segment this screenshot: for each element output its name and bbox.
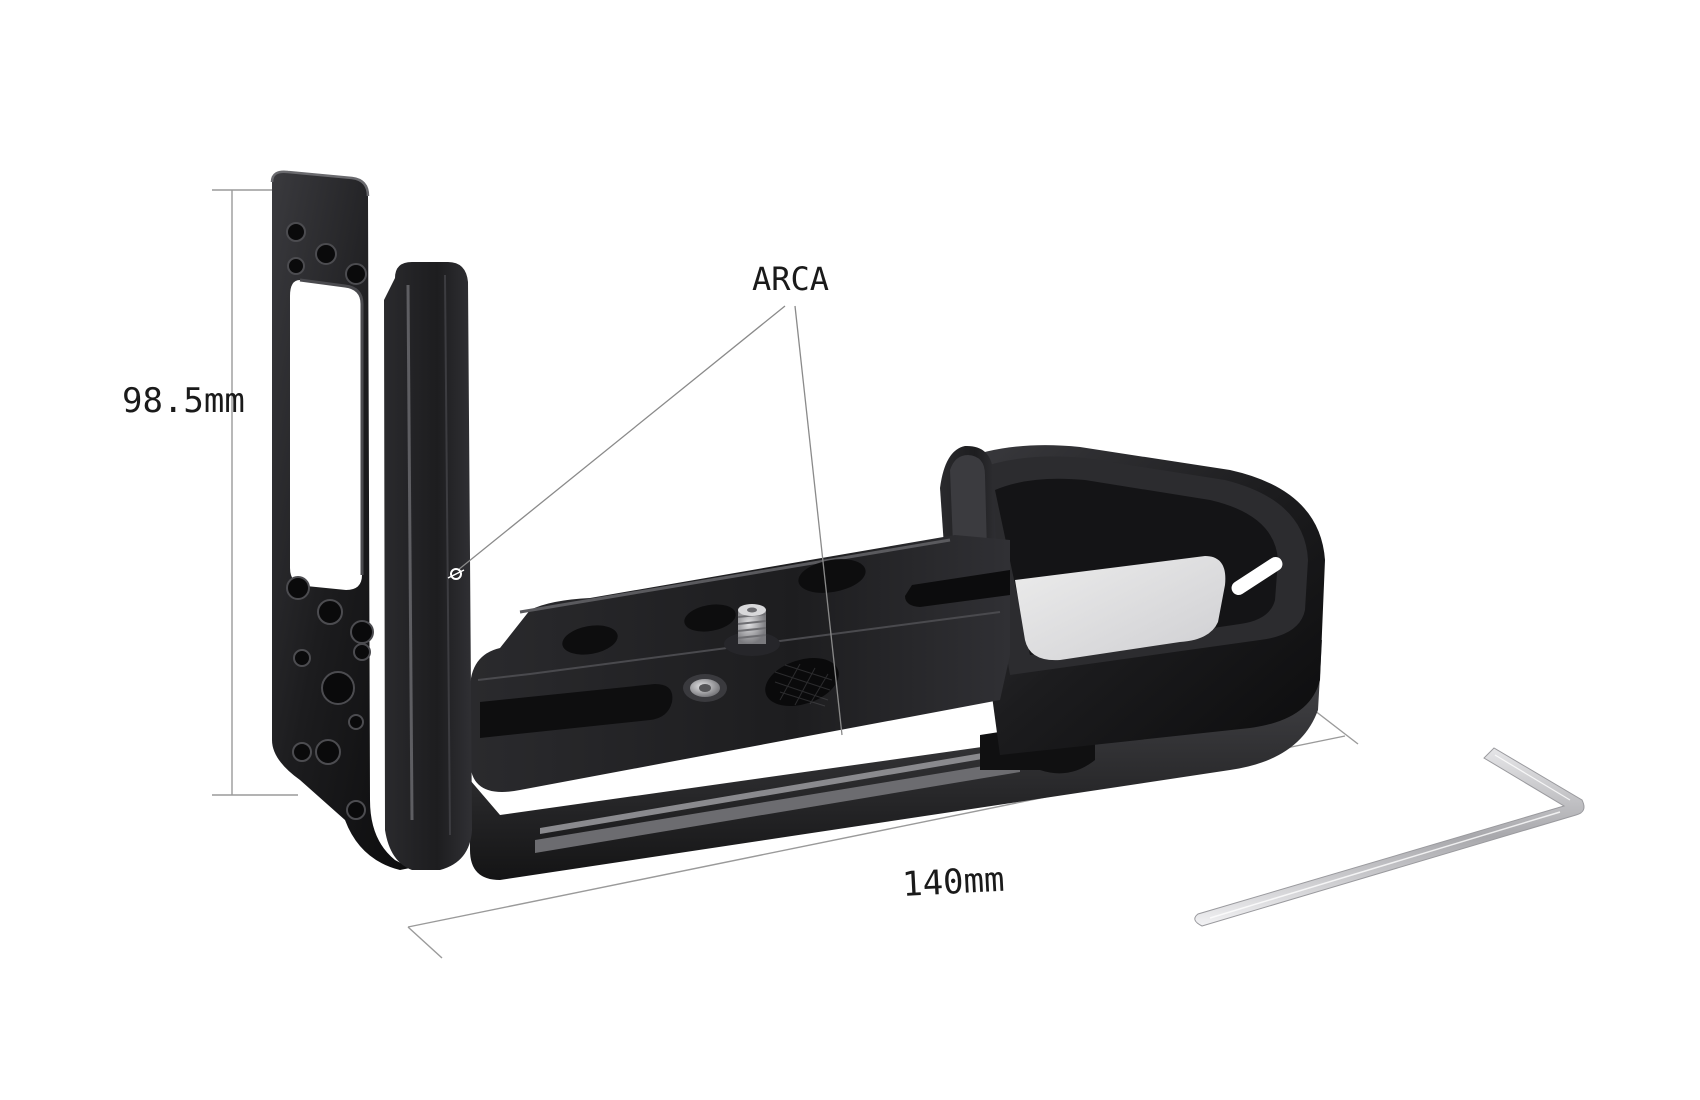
l-bracket [270,170,1325,880]
height-label: 98.5mm [122,381,245,421]
upright-holes-bottom [286,576,374,820]
arca-callout [447,305,849,758]
width-label: 140mm [901,860,1005,905]
upright-holes-top [286,222,367,285]
arca-label: ARCA [752,260,829,298]
hex-key [1194,747,1585,927]
